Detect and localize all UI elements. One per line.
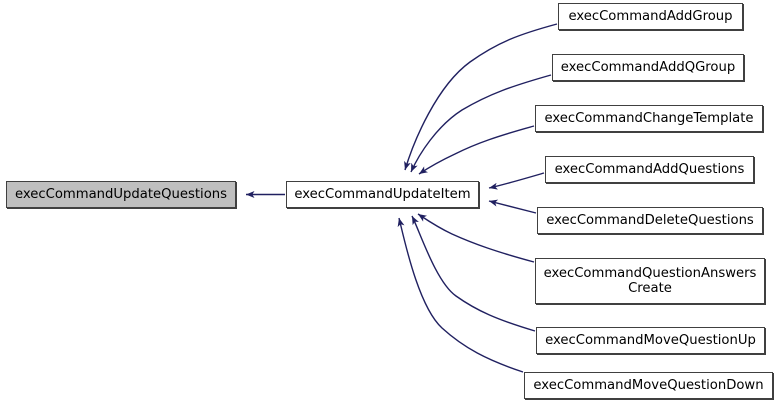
- node-label: execCommandDeleteQuestions: [546, 213, 754, 228]
- node-label: execCommandAddQuestions: [554, 162, 745, 177]
- edge-add-questions-to-update-item: [488, 172, 545, 190]
- node-label: execCommandAddQGroup: [560, 60, 736, 75]
- edge-move-question-up-to-update-item: [411, 215, 536, 332]
- node-label: execCommandMoveQuestionDown: [533, 378, 764, 393]
- edge-add-qgroup-to-update-item: [410, 74, 552, 173]
- node-exec-command-move-question-down[interactable]: execCommandMoveQuestionDown: [524, 372, 773, 399]
- edge-question-answers-create-to-update-item: [417, 213, 535, 263]
- node-exec-command-change-template[interactable]: execCommandChangeTemplate: [535, 105, 763, 132]
- node-label: execCommandUpdateQuestions: [14, 187, 228, 202]
- edge-move-question-down-to-update-item: [397, 217, 524, 373]
- node-exec-command-update-item[interactable]: execCommandUpdateItem: [286, 181, 479, 208]
- node-exec-command-delete-questions[interactable]: execCommandDeleteQuestions: [537, 207, 763, 234]
- node-exec-command-question-answers-create[interactable]: execCommandQuestionAnswers Create: [535, 258, 765, 304]
- node-exec-command-add-qgroup[interactable]: execCommandAddQGroup: [552, 54, 744, 81]
- node-label: execCommandQuestionAnswers Create: [543, 266, 757, 296]
- node-label: execCommandUpdateItem: [294, 187, 471, 202]
- edge-add-group-to-update-item: [404, 23, 558, 171]
- edge-delete-questions-to-update-item: [488, 199, 537, 214]
- node-exec-command-add-group[interactable]: execCommandAddGroup: [558, 3, 743, 30]
- node-label: execCommandAddGroup: [568, 9, 733, 24]
- node-exec-command-move-question-up[interactable]: execCommandMoveQuestionUp: [536, 327, 765, 354]
- node-label: execCommandChangeTemplate: [544, 111, 754, 126]
- node-exec-command-update-questions[interactable]: execCommandUpdateQuestions: [6, 181, 236, 208]
- edge-change-template-to-update-item: [418, 125, 535, 175]
- node-label: execCommandMoveQuestionUp: [545, 333, 756, 348]
- node-exec-command-add-questions[interactable]: execCommandAddQuestions: [545, 156, 754, 183]
